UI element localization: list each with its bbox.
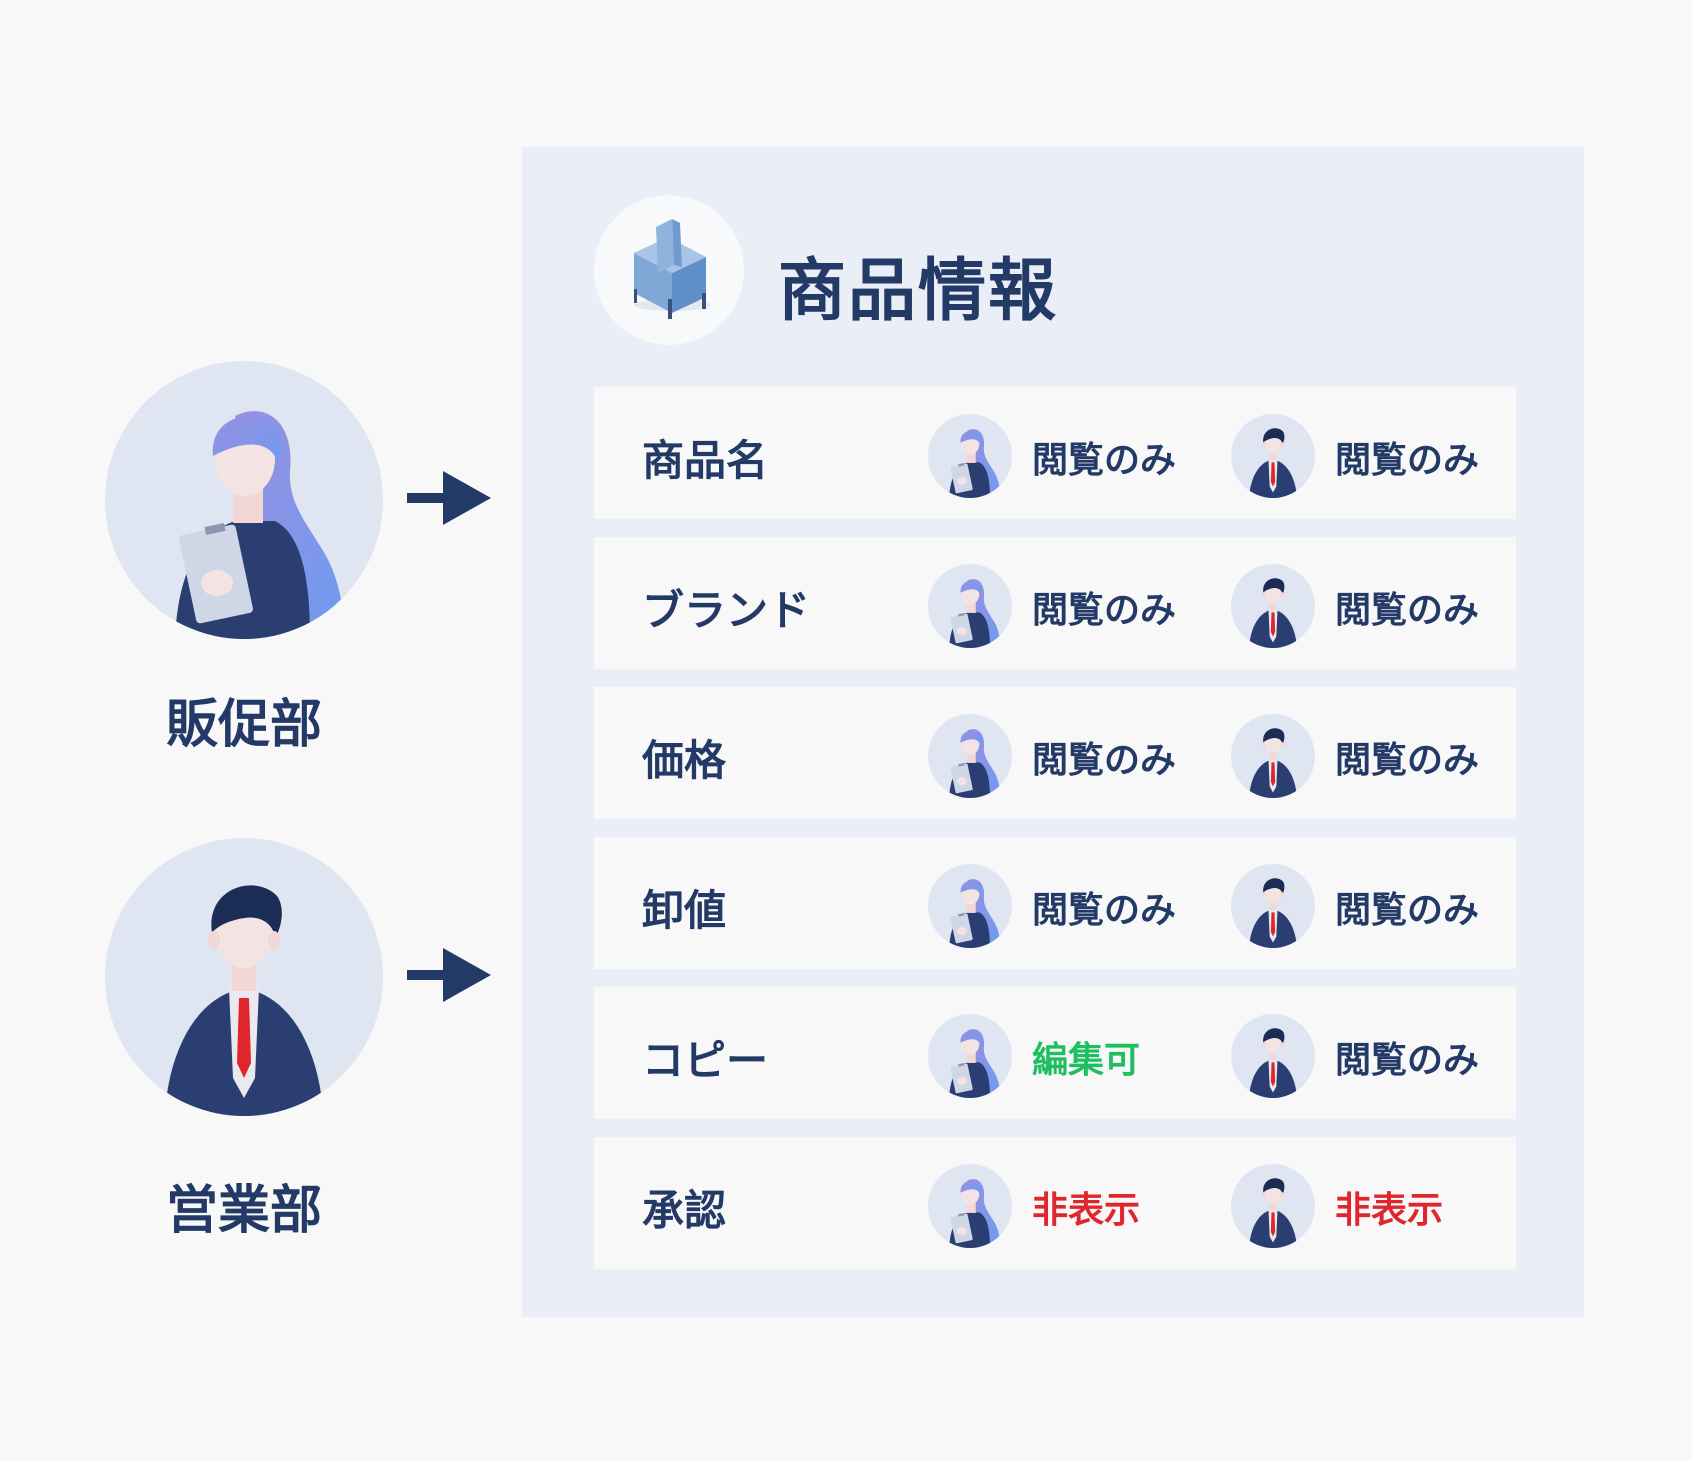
sales-permission: 閲覧のみ (1335, 440, 1480, 481)
permission-row: 商品名 閲覧のみ 閲覧のみ (594, 387, 1516, 519)
businessman-avatar-icon (1231, 714, 1315, 798)
sales-permission: 閲覧のみ (1335, 890, 1480, 931)
promo-department-label: 販促部 (165, 695, 322, 755)
field-label: ブランド (642, 586, 811, 635)
businessman-avatar-icon (1231, 564, 1315, 648)
businessman-avatar-icon (1231, 1014, 1315, 1098)
woman-clipboard-avatar-icon (928, 1014, 1012, 1098)
promo-avatar (928, 1164, 1012, 1248)
sales-permission: 閲覧のみ (1335, 590, 1480, 631)
woman-clipboard-avatar-icon (928, 1164, 1012, 1248)
sales-avatar (1231, 1014, 1315, 1098)
businessman-avatar-icon (1231, 1164, 1315, 1248)
product-info-panel: 商品情報 商品名閲覧のみ閲覧のみブランド閲覧のみ閲覧のみ価格閲覧のみ閲覧のみ卸値… (522, 147, 1584, 1317)
field-label: 承認 (642, 1186, 727, 1235)
field-label: 卸値 (642, 886, 727, 935)
sales-avatar (1231, 714, 1315, 798)
product-icon-badge (594, 195, 744, 345)
promo-permission: 閲覧のみ (1032, 890, 1177, 931)
sales-avatar (1231, 414, 1315, 498)
woman-clipboard-avatar-icon (928, 414, 1012, 498)
woman-clipboard-avatar-icon (928, 714, 1012, 798)
promo-permission: 編集可 (1032, 1040, 1141, 1081)
field-label: コピー (642, 1036, 769, 1085)
permission-row: 卸値 閲覧のみ 閲覧のみ (594, 837, 1516, 969)
promo-permission: 非表示 (1032, 1190, 1141, 1231)
businessman-avatar-icon (1231, 414, 1315, 498)
sales-department-avatar (105, 838, 383, 1116)
armchair-icon (634, 219, 710, 319)
arrow-right-icon (407, 948, 491, 1002)
permission-row: コピー 編集可 閲覧のみ (594, 987, 1516, 1119)
promo-avatar (928, 414, 1012, 498)
field-label: 価格 (642, 736, 727, 785)
promo-permission: 閲覧のみ (1032, 740, 1177, 781)
businessman-avatar-icon (105, 838, 383, 1116)
woman-clipboard-avatar-icon (105, 361, 383, 639)
promo-avatar (928, 1014, 1012, 1098)
sales-avatar (1231, 864, 1315, 948)
sales-department-label: 営業部 (165, 1181, 322, 1241)
woman-clipboard-avatar-icon (928, 864, 1012, 948)
woman-clipboard-avatar-icon (928, 564, 1012, 648)
sales-permission: 閲覧のみ (1335, 740, 1480, 781)
promo-permission: 閲覧のみ (1032, 440, 1177, 481)
promo-department-avatar (105, 361, 383, 639)
sales-avatar (1231, 1164, 1315, 1248)
sales-avatar (1231, 564, 1315, 648)
permission-row: 承認 非表示 非表示 (594, 1137, 1516, 1269)
sales-permission: 非表示 (1335, 1190, 1444, 1231)
arrow-right-icon (407, 471, 491, 525)
permission-row: ブランド 閲覧のみ 閲覧のみ (594, 537, 1516, 669)
panel-title: 商品情報 (778, 252, 1059, 331)
promo-avatar (928, 564, 1012, 648)
field-label: 商品名 (642, 436, 769, 485)
businessman-avatar-icon (1231, 864, 1315, 948)
promo-permission: 閲覧のみ (1032, 590, 1177, 631)
promo-avatar (928, 864, 1012, 948)
sales-permission: 閲覧のみ (1335, 1040, 1480, 1081)
permission-row: 価格 閲覧のみ 閲覧のみ (594, 687, 1516, 819)
promo-avatar (928, 714, 1012, 798)
